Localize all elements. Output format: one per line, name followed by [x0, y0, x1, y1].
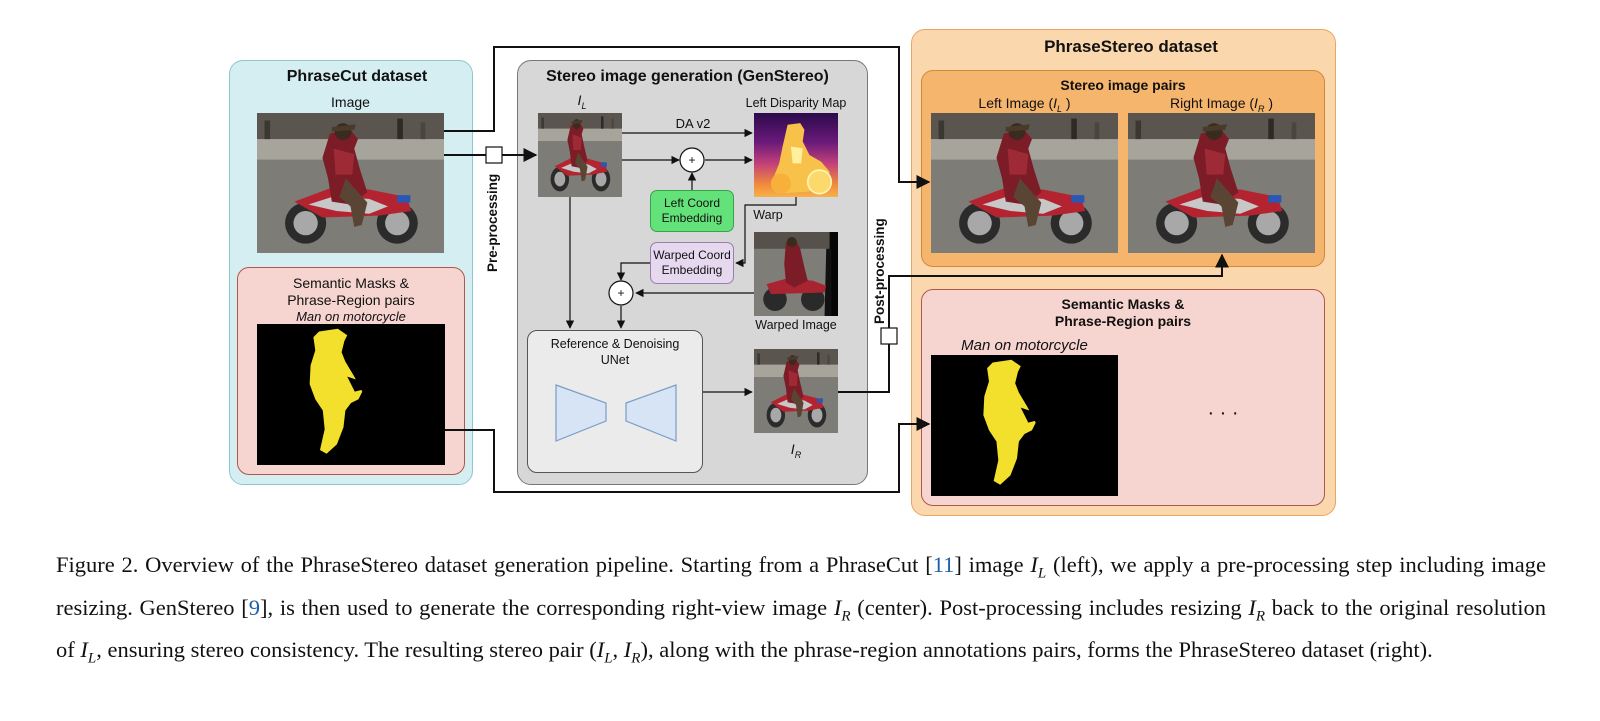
math-ir-2: I — [1248, 594, 1256, 620]
plus-sign-1: + — [688, 153, 695, 167]
stereo-pairs-title: Stereo image pairs — [1060, 77, 1186, 93]
caption-t8: , — [612, 637, 624, 662]
stereo-phrase: Man on motorcycle — [961, 337, 1088, 354]
il-label-sub: L — [581, 100, 587, 111]
right-image-close: ) — [1264, 95, 1273, 111]
citation-link-9[interactable]: 9 — [248, 594, 260, 620]
bypass-mask-connector — [445, 417, 931, 493]
caption-t5: (center). Post-processing includes resiz… — [850, 594, 1249, 620]
caption-t3: (left), we apply a pre-processing step i… — [56, 552, 1547, 620]
phrasecut-title: PhraseCut dataset — [286, 68, 428, 85]
circle-plus-icon: + — [679, 147, 705, 173]
unet-label-2: UNet — [600, 353, 630, 367]
warpedcoord-to-plus2-arrow — [616, 262, 650, 281]
math-il-3: I — [596, 637, 605, 662]
stereo-masks-title-1: Semantic Masks & — [1061, 296, 1185, 312]
math-ir-1-sub: R — [841, 608, 851, 624]
circle-plus-icon-2: + — [608, 280, 634, 306]
left-image-sub: L — [1057, 103, 1063, 114]
ir-label: IR — [781, 441, 811, 460]
il-label: IL — [567, 92, 597, 111]
phrasecut-masks-title-2: Phrase-Region pairs — [287, 292, 415, 308]
preprocessing-label: Pre-processing — [485, 174, 500, 272]
postproc-in-connector — [838, 344, 890, 393]
warped-image-label: Warped Image — [755, 318, 837, 332]
postprocessing-label: Post-processing — [872, 218, 887, 324]
disparity-label: Left Disparity Map — [745, 96, 847, 110]
square-connector-icon-post — [880, 327, 898, 345]
right-image-label: Right Image (IR ) — [1128, 95, 1315, 114]
left-image-var: I — [1053, 95, 1057, 111]
plus-sign-2: + — [617, 286, 624, 300]
caption-t1: Figure 2. Overview of the PhraseStereo d… — [56, 552, 933, 577]
unet-decoder-shape — [625, 384, 677, 442]
right-image-var: I — [1254, 95, 1258, 111]
math-ir-3-sub: R — [631, 650, 641, 667]
left-coord-line2: Embedding — [661, 211, 723, 225]
math-il-2-sub: L — [87, 650, 97, 667]
caption-t4: ], is then used to generate the correspo… — [259, 594, 834, 620]
math-ir-3: I — [623, 637, 632, 662]
ir-label-sub: R — [794, 449, 802, 460]
warp-label: Warp — [753, 208, 783, 222]
unet-label-1: Reference & Denoising — [550, 337, 680, 351]
phrasestereo-title: PhraseStereo dataset — [1044, 37, 1218, 56]
gen-title: Stereo image generation (GenStereo) — [546, 68, 829, 85]
phrasecut-masks-title-1: Semantic Masks & — [293, 275, 409, 291]
caption-t6: back to the original resolution of — [56, 594, 1546, 663]
bypass-image-connector — [444, 46, 931, 189]
math-il-2: I — [80, 637, 88, 662]
il-label-main: I — [577, 92, 582, 108]
unet-encoder-shape — [555, 384, 607, 442]
square-connector-icon — [485, 146, 503, 164]
left-image-close: ) — [1062, 95, 1071, 111]
right-image-text: Right Image ( — [1170, 95, 1255, 111]
left-image-label: Left Image (IL ) — [931, 95, 1118, 114]
left-coord-line1: Left Coord — [663, 196, 721, 210]
ir-label-main: I — [790, 441, 795, 457]
figure-caption: Figure 2. Overview of the PhraseStereo d… — [56, 548, 1546, 676]
warp-arrow — [735, 197, 797, 268]
left-image-text: Left Image ( — [978, 95, 1054, 111]
phrasecut-phrase: Man on motorcycle — [296, 309, 406, 324]
right-image-sub: R — [1257, 103, 1265, 114]
math-il-3-sub: L — [604, 650, 613, 667]
da-label: DA v2 — [675, 116, 711, 131]
caption-t9: ), along with the phrase-region annotati… — [640, 637, 1433, 662]
math-il-1-sub: L — [1037, 565, 1047, 582]
math-ir-2-sub: R — [1255, 608, 1265, 624]
caption-t7: , ensuring stereo consistency. The resul… — [96, 637, 597, 662]
citation-link-11[interactable]: 11 — [932, 552, 955, 577]
caption-t2: ] image — [954, 552, 1031, 577]
image-label: Image — [331, 94, 370, 110]
warped-coord-line2: Embedding — [661, 263, 723, 277]
ellipsis: · · · — [1207, 402, 1239, 424]
stereo-masks-title-2: Phrase-Region pairs — [1054, 313, 1192, 329]
math-il-1: I — [1030, 552, 1038, 577]
math-ir-1: I — [833, 594, 842, 620]
warped-coord-line1: Warped Coord — [653, 248, 731, 262]
postproc-out-connector — [888, 253, 1229, 328]
